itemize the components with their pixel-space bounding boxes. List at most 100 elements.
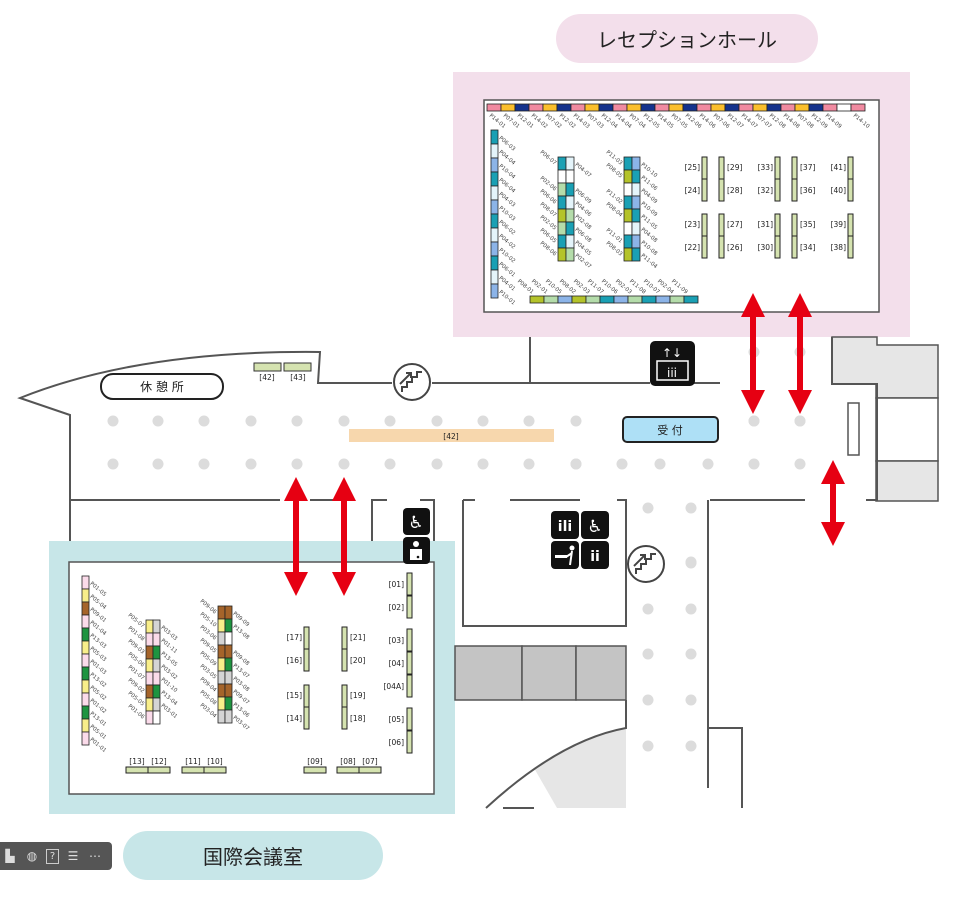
booth[interactable]	[358, 766, 382, 774]
booth-cell[interactable]	[724, 103, 740, 112]
booth[interactable]	[125, 766, 149, 774]
booth-cell[interactable]	[542, 103, 558, 112]
booth-cell[interactable]	[623, 221, 633, 236]
booth-cell[interactable]	[224, 683, 233, 698]
booth[interactable]	[847, 156, 854, 180]
booth[interactable]	[303, 706, 310, 730]
booth-cell[interactable]	[490, 143, 499, 159]
booth-cell[interactable]	[217, 631, 226, 646]
booth[interactable]	[791, 156, 798, 180]
booth-cell[interactable]	[529, 295, 545, 304]
booth-cell[interactable]	[81, 653, 90, 668]
layout-icon[interactable]: ▙	[5, 849, 15, 863]
booth-cell[interactable]	[224, 631, 233, 646]
booth-cell[interactable]	[543, 295, 559, 304]
booth-cell[interactable]	[794, 103, 810, 112]
booth[interactable]	[303, 648, 310, 672]
lobby-booths[interactable]: [42] [43]	[253, 362, 312, 382]
booth-cell[interactable]	[623, 182, 633, 197]
booth-cell[interactable]	[565, 156, 575, 171]
booth-cell[interactable]	[145, 632, 154, 647]
booth-cell[interactable]	[490, 199, 499, 215]
booth-cell[interactable]	[145, 619, 154, 634]
booth[interactable]	[774, 156, 781, 180]
booth-cell[interactable]	[224, 644, 233, 659]
booth-cell[interactable]	[565, 182, 575, 197]
booth-cell[interactable]	[631, 234, 641, 249]
booth-cell[interactable]	[780, 103, 796, 112]
booth-cell[interactable]	[217, 683, 226, 698]
booth-cell[interactable]	[81, 588, 90, 603]
booth-cell[interactable]	[631, 156, 641, 171]
booth-cell[interactable]	[631, 169, 641, 184]
booth-cell[interactable]	[81, 601, 90, 616]
booth-cell[interactable]	[631, 221, 641, 236]
booth[interactable]	[341, 648, 348, 672]
booth-cell[interactable]	[584, 103, 600, 112]
booth-cell[interactable]	[152, 619, 161, 634]
booth-cell[interactable]	[623, 234, 633, 249]
booth-cell[interactable]	[683, 295, 699, 304]
booth-cell[interactable]	[565, 195, 575, 210]
booth-cell[interactable]	[490, 241, 499, 257]
booth[interactable]	[774, 213, 781, 237]
booth-cell[interactable]	[556, 103, 572, 112]
more-icon[interactable]: ⋯	[89, 849, 101, 863]
booth-cell[interactable]	[217, 605, 226, 620]
booth-cell[interactable]	[565, 208, 575, 223]
booth-cell[interactable]	[152, 671, 161, 686]
booth-cell[interactable]	[598, 103, 614, 112]
booth-cell[interactable]	[224, 605, 233, 620]
booth[interactable]	[718, 156, 725, 180]
booth-cell[interactable]	[81, 679, 90, 694]
booth-cell[interactable]	[631, 208, 641, 223]
booth[interactable]	[341, 626, 348, 650]
booth-cell[interactable]	[490, 171, 499, 187]
corridor-booth[interactable]	[349, 429, 554, 442]
booth-cell[interactable]	[752, 103, 768, 112]
booth-cell[interactable]	[822, 103, 838, 112]
booth-cell[interactable]	[490, 213, 499, 229]
booth-cell[interactable]	[152, 697, 161, 712]
booth[interactable]	[303, 766, 327, 774]
booth-cell[interactable]	[599, 295, 615, 304]
booth-cell[interactable]	[217, 670, 226, 685]
booth-cell[interactable]	[696, 103, 712, 112]
booth[interactable]	[406, 572, 413, 596]
booth[interactable]	[718, 235, 725, 259]
booth[interactable]	[847, 235, 854, 259]
booth-cell[interactable]	[152, 645, 161, 660]
booth-cell[interactable]	[217, 657, 226, 672]
booth-cell[interactable]	[585, 295, 601, 304]
booth-cell[interactable]	[565, 169, 575, 184]
booth-cell[interactable]	[514, 103, 530, 112]
rest-area[interactable]	[100, 373, 224, 400]
booth-cell[interactable]	[217, 618, 226, 633]
booth[interactable]	[701, 178, 708, 202]
booth-cell[interactable]	[528, 103, 544, 112]
booth[interactable]	[791, 235, 798, 259]
booth-cell[interactable]	[152, 710, 161, 725]
booth-cell[interactable]	[565, 247, 575, 262]
booth-cell[interactable]	[565, 221, 575, 236]
booth-cell[interactable]	[152, 658, 161, 673]
booth-cell[interactable]	[557, 247, 567, 262]
booth-cell[interactable]	[217, 709, 226, 724]
booth-cell[interactable]	[217, 696, 226, 711]
booth-cell[interactable]	[808, 103, 824, 112]
booth[interactable]	[847, 213, 854, 237]
booth-cell[interactable]	[81, 640, 90, 655]
booth-cell[interactable]	[490, 157, 499, 173]
booth[interactable]	[406, 674, 413, 698]
booth-cell[interactable]	[152, 632, 161, 647]
booth-cell[interactable]	[557, 295, 573, 304]
booth-cell[interactable]	[631, 247, 641, 262]
reception-desk[interactable]	[622, 416, 719, 443]
booth-cell[interactable]	[557, 169, 567, 184]
booth-cell[interactable]	[565, 234, 575, 249]
booth-cell[interactable]	[623, 169, 633, 184]
booth-cell[interactable]	[631, 195, 641, 210]
booth-cell[interactable]	[490, 129, 499, 145]
booth[interactable]	[147, 766, 171, 774]
booth-cell[interactable]	[626, 103, 642, 112]
